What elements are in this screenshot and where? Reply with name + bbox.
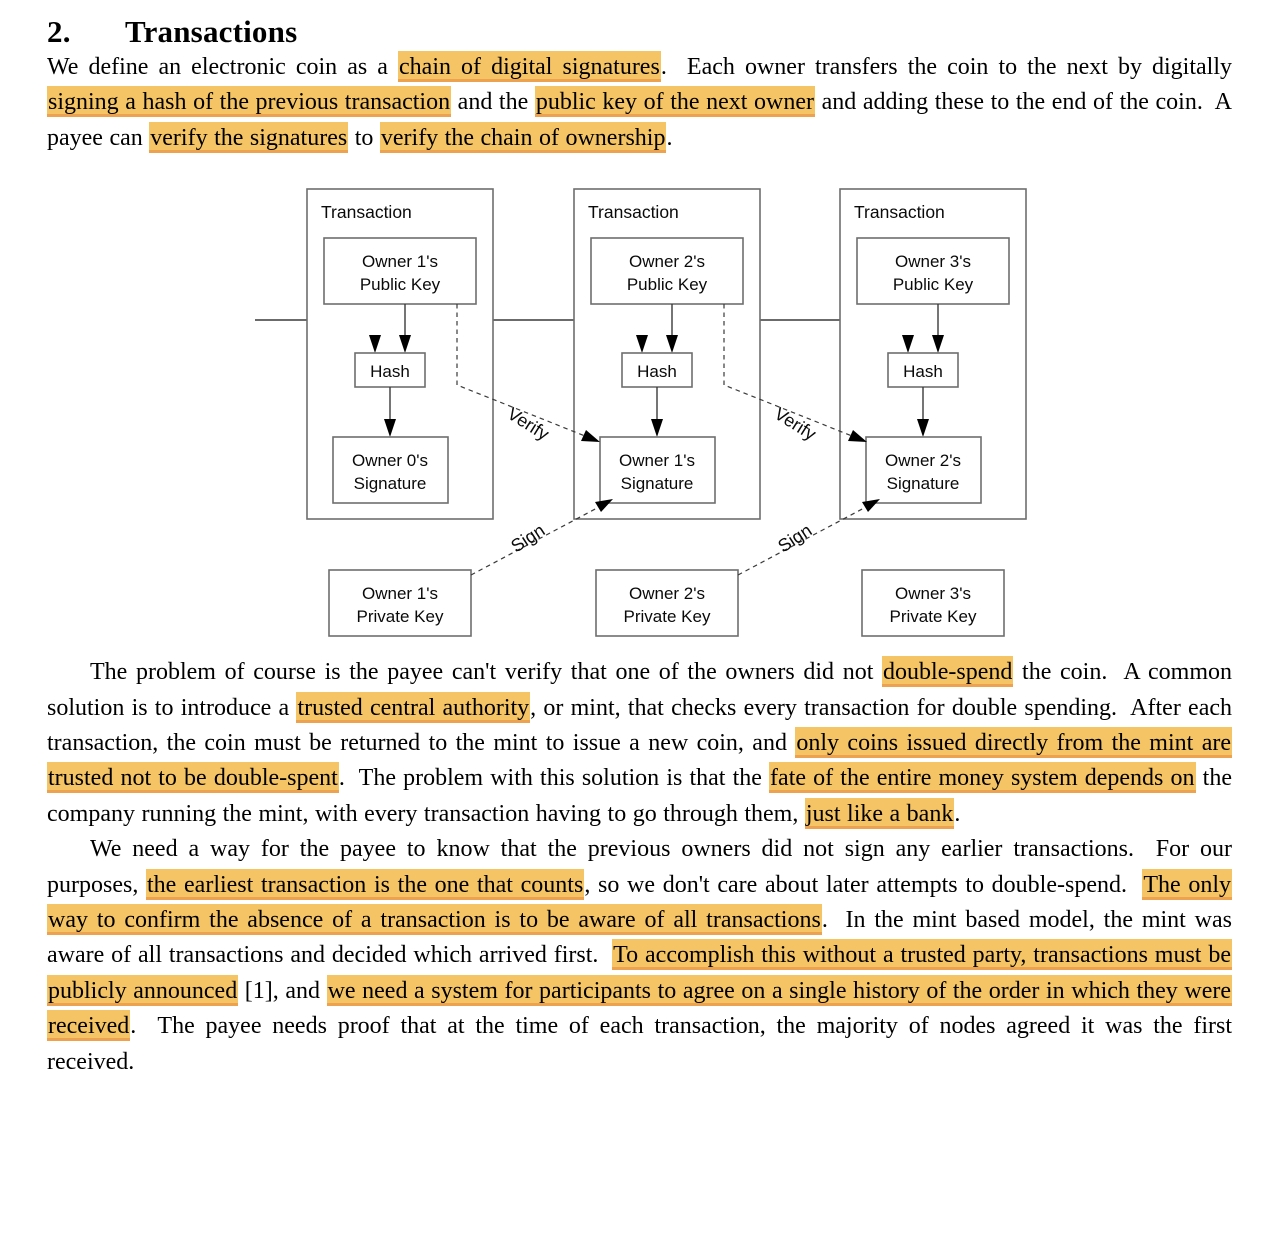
transaction-2-public-key-box xyxy=(590,237,744,306)
verify-arrow-2-head xyxy=(848,430,867,443)
highlighted-text: verify the signatures xyxy=(149,121,349,153)
transaction-3-signature-line2: Signature xyxy=(887,474,960,493)
transaction-3-public-key-box xyxy=(856,237,1010,306)
transaction-3-hash-box xyxy=(887,352,959,389)
transaction-2-public-key-line2: Public Key xyxy=(627,275,708,294)
transaction-1-hash-box xyxy=(354,352,426,389)
whitepaper-page: 2. Transactions We define an electronic c… xyxy=(0,14,1276,1080)
paragraph-2: The problem of course is the payee can't… xyxy=(47,655,1232,832)
transaction-2-public-key-line1: Owner 2's xyxy=(629,252,705,271)
transaction-2-hash-label: Hash xyxy=(637,362,677,381)
highlighted-text: fate of the entire money system depends … xyxy=(769,762,1196,794)
transaction-1-hash-arrowhead-left xyxy=(369,335,381,354)
transaction-1-signature-line1: Owner 0's xyxy=(352,451,428,470)
transaction-2-title: Transaction xyxy=(588,202,679,222)
verify-label-1: Verify xyxy=(504,404,553,445)
transaction-1-public-key-box xyxy=(323,237,477,306)
text-column-lower: The problem of course is the payee can't… xyxy=(0,655,1276,1080)
paragraph-1: We define an electronic coin as a chain … xyxy=(47,50,1232,156)
transaction-1-public-key-line2: Public Key xyxy=(360,275,441,294)
transaction-3-title: Transaction xyxy=(854,202,945,222)
transaction-1-public-key-line1: Owner 1's xyxy=(362,252,438,271)
sign-label-2: Sign xyxy=(774,520,815,556)
owner-2-private-key-line1: Owner 2's xyxy=(629,584,705,603)
sign-arrow-2-line xyxy=(737,506,867,576)
owner-1-private-key-line1: Owner 1's xyxy=(362,584,438,603)
transaction-3-public-key-line2: Public Key xyxy=(893,275,974,294)
transaction-3-public-key-line1: Owner 3's xyxy=(895,252,971,271)
highlighted-text: signing a hash of the previous transacti… xyxy=(47,86,452,118)
section-number: 2. xyxy=(47,14,71,49)
transaction-2-hash-arrowhead-left xyxy=(636,335,648,354)
verify-arrow-1-line xyxy=(456,304,586,437)
transaction-3-sig-arrowhead xyxy=(917,419,929,438)
section-heading: 2. Transactions xyxy=(47,14,1232,50)
owner-1-private-key-line2: Private Key xyxy=(357,607,444,626)
transaction-1-signature-box xyxy=(332,436,449,505)
transaction-2-sig-arrowhead xyxy=(651,419,663,438)
owner-2-private-key-box xyxy=(595,569,739,638)
transaction-2-hash-arrowhead-right xyxy=(666,335,678,354)
transaction-3-hash-label: Hash xyxy=(903,362,943,381)
transaction-3-signature-box xyxy=(865,436,982,505)
sign-arrow-2-head xyxy=(862,499,880,513)
paragraph-3: We need a way for the payee to know that… xyxy=(47,836,1233,1075)
transaction-1: Transaction Owner 1's Public Key Hash Ow… xyxy=(306,188,494,638)
transaction-2-hash-box xyxy=(621,352,693,389)
sign-arrow-1-line xyxy=(470,506,600,576)
verify-arrow-1-head xyxy=(581,430,600,443)
transaction-1-sig-arrowhead xyxy=(384,419,396,438)
owner-2-private-key-line2: Private Key xyxy=(624,607,711,626)
highlighted-text: the earliest transaction is the one that… xyxy=(146,868,585,900)
transaction-2-signature-box xyxy=(599,436,716,505)
highlighted-text: chain of digital signatures xyxy=(398,51,661,82)
transaction-2-signature-line1: Owner 1's xyxy=(619,451,695,470)
owner-3-private-key-line2: Private Key xyxy=(890,607,977,626)
transaction-3: Transaction Owner 3's Public Key Hash Ow… xyxy=(839,188,1027,638)
verify-label-2: Verify xyxy=(771,404,820,445)
transaction-1-title: Transaction xyxy=(321,202,412,222)
sign-label-1: Sign xyxy=(507,520,548,556)
transaction-2: Transaction Owner 2's Public Key Hash Ow… xyxy=(573,188,761,638)
transaction-2-signature-line2: Signature xyxy=(621,474,694,493)
highlighted-text: trusted central authority xyxy=(296,691,531,723)
text-column: 2. Transactions We define an electronic c… xyxy=(0,14,1276,156)
transaction-chain-diagram: Transaction Owner 1's Public Key Hash Ow… xyxy=(255,188,1027,638)
owner-3-private-key-line1: Owner 3's xyxy=(895,584,971,603)
owner-1-private-key-box xyxy=(328,569,472,638)
highlighted-text: verify the chain of ownership xyxy=(379,121,667,153)
transaction-3-signature-line1: Owner 2's xyxy=(885,451,961,470)
transaction-1-signature-line2: Signature xyxy=(354,474,427,493)
transaction-3-hash-arrowhead-left xyxy=(902,335,914,354)
highlighted-text: public key of the next owner xyxy=(534,86,815,118)
verify-arrow-2-line xyxy=(723,304,853,437)
sign-arrow-1-head xyxy=(595,499,613,513)
transaction-1-hash-arrowhead-right xyxy=(399,335,411,354)
transaction-1-hash-label: Hash xyxy=(370,362,410,381)
section-title: Transactions xyxy=(125,14,298,49)
highlighted-text: just like a bank xyxy=(804,797,955,829)
transaction-3-hash-arrowhead-right xyxy=(932,335,944,354)
highlighted-text: double-spend xyxy=(882,656,1014,688)
owner-3-private-key-box xyxy=(861,569,1005,638)
